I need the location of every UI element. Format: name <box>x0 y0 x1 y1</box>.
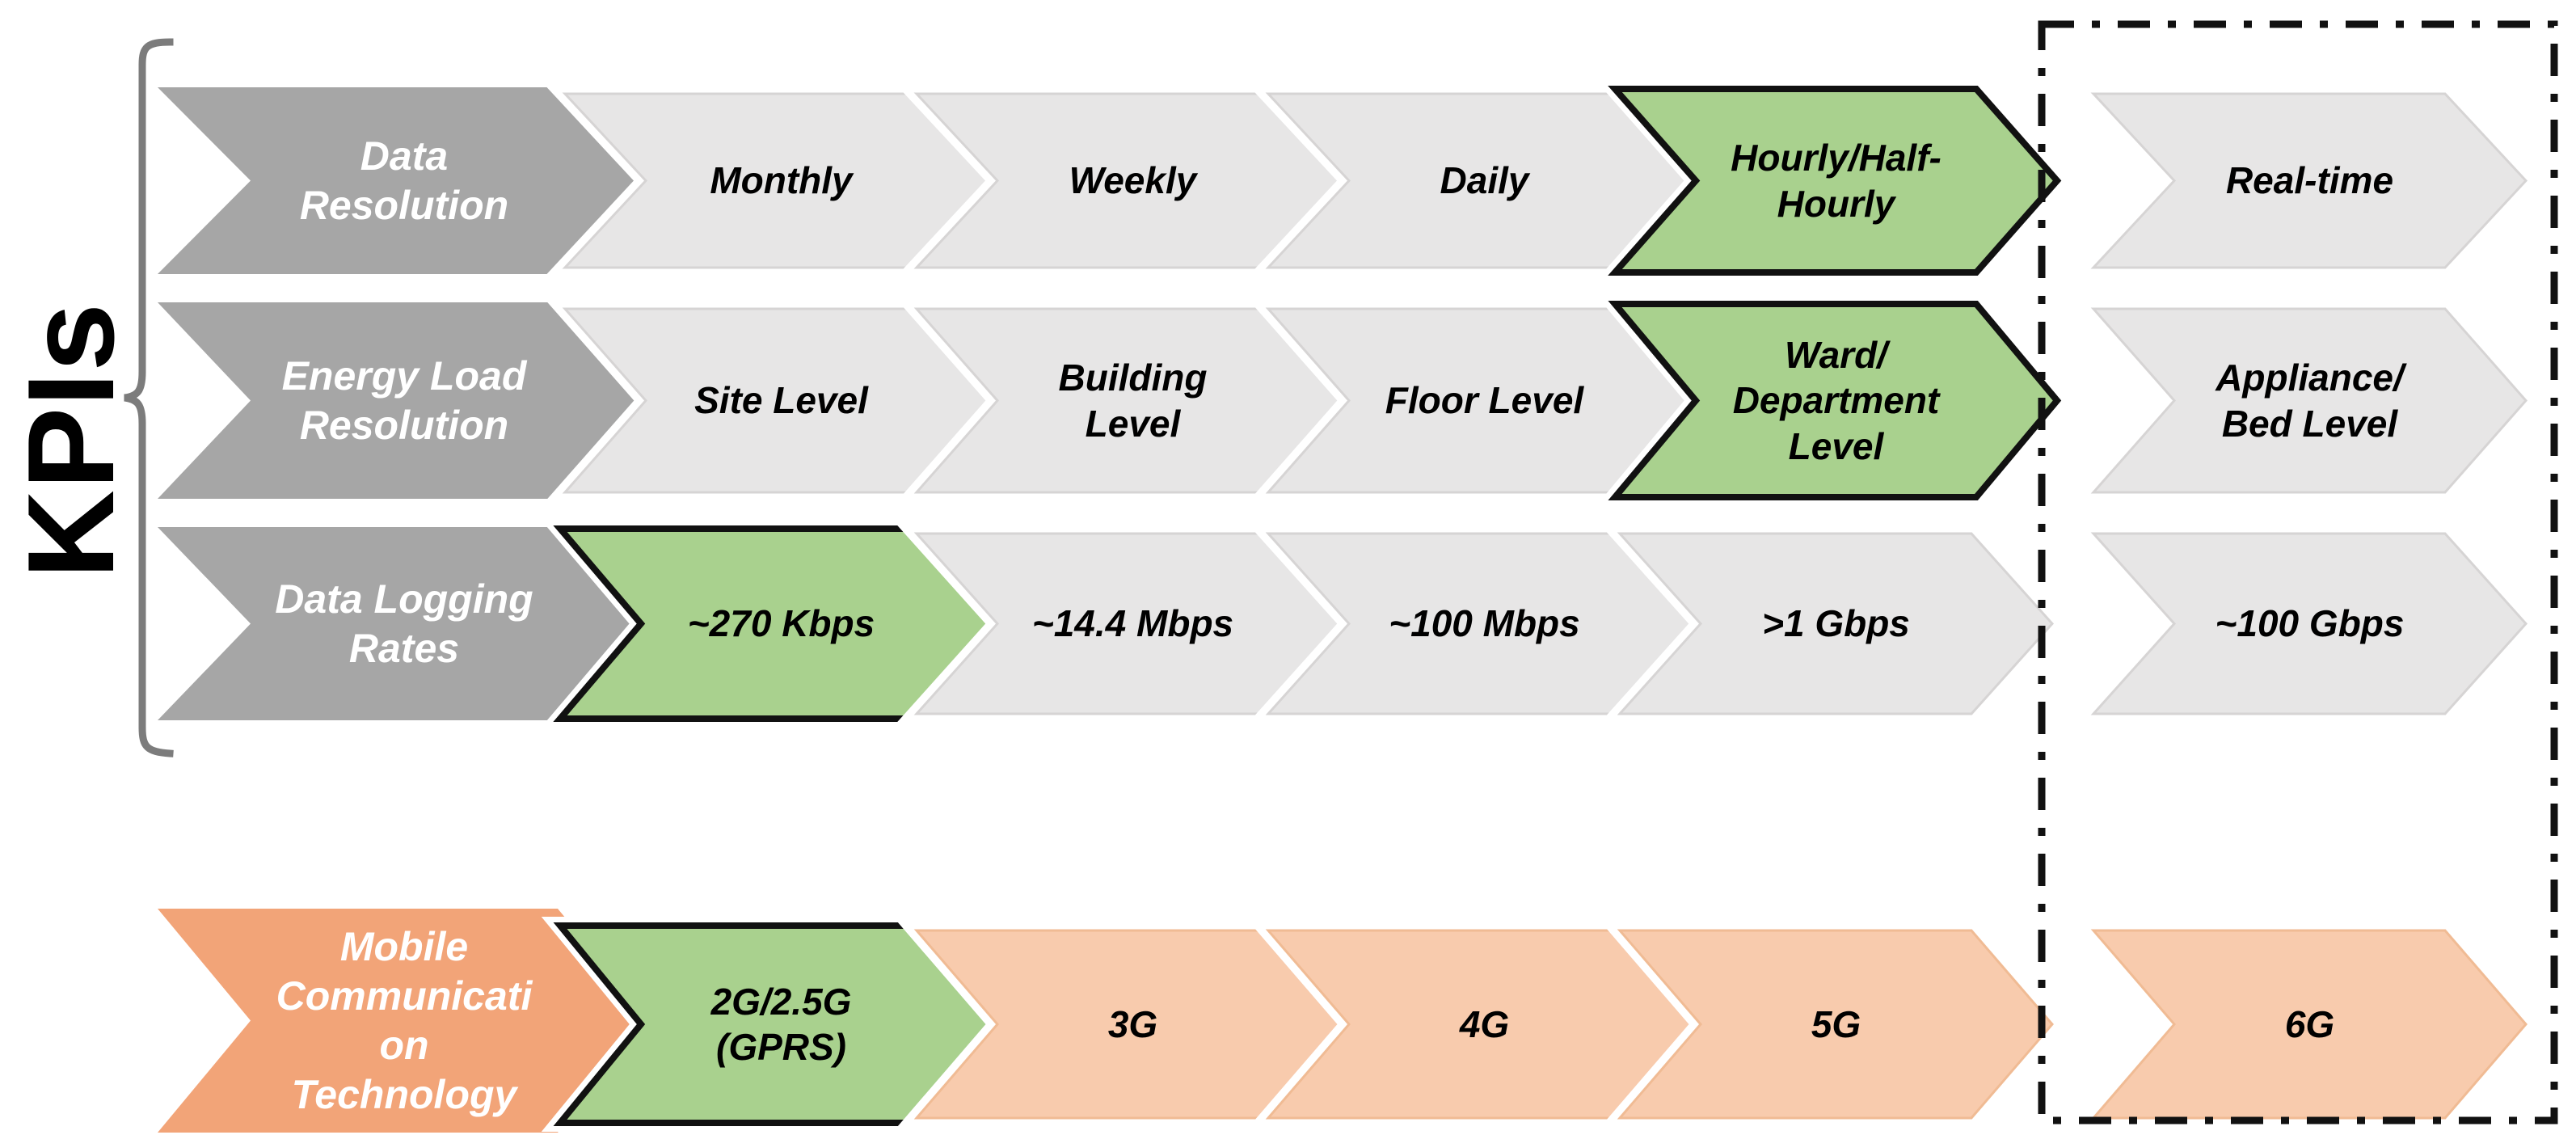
chevron-5g <box>1600 922 2064 1127</box>
kpi-group-label: KPIs <box>2 302 140 579</box>
lead-chevron-mobile-communication-technology <box>138 900 663 1135</box>
chevron-1-gbps <box>1600 525 2064 723</box>
chevron-ward-department-level <box>1596 295 2069 506</box>
kpi-bracket <box>124 38 174 757</box>
chevron-6g <box>2073 922 2538 1127</box>
chevron-hourly-half-hourly <box>1595 80 2069 281</box>
kpi-bracket-path <box>124 38 174 757</box>
